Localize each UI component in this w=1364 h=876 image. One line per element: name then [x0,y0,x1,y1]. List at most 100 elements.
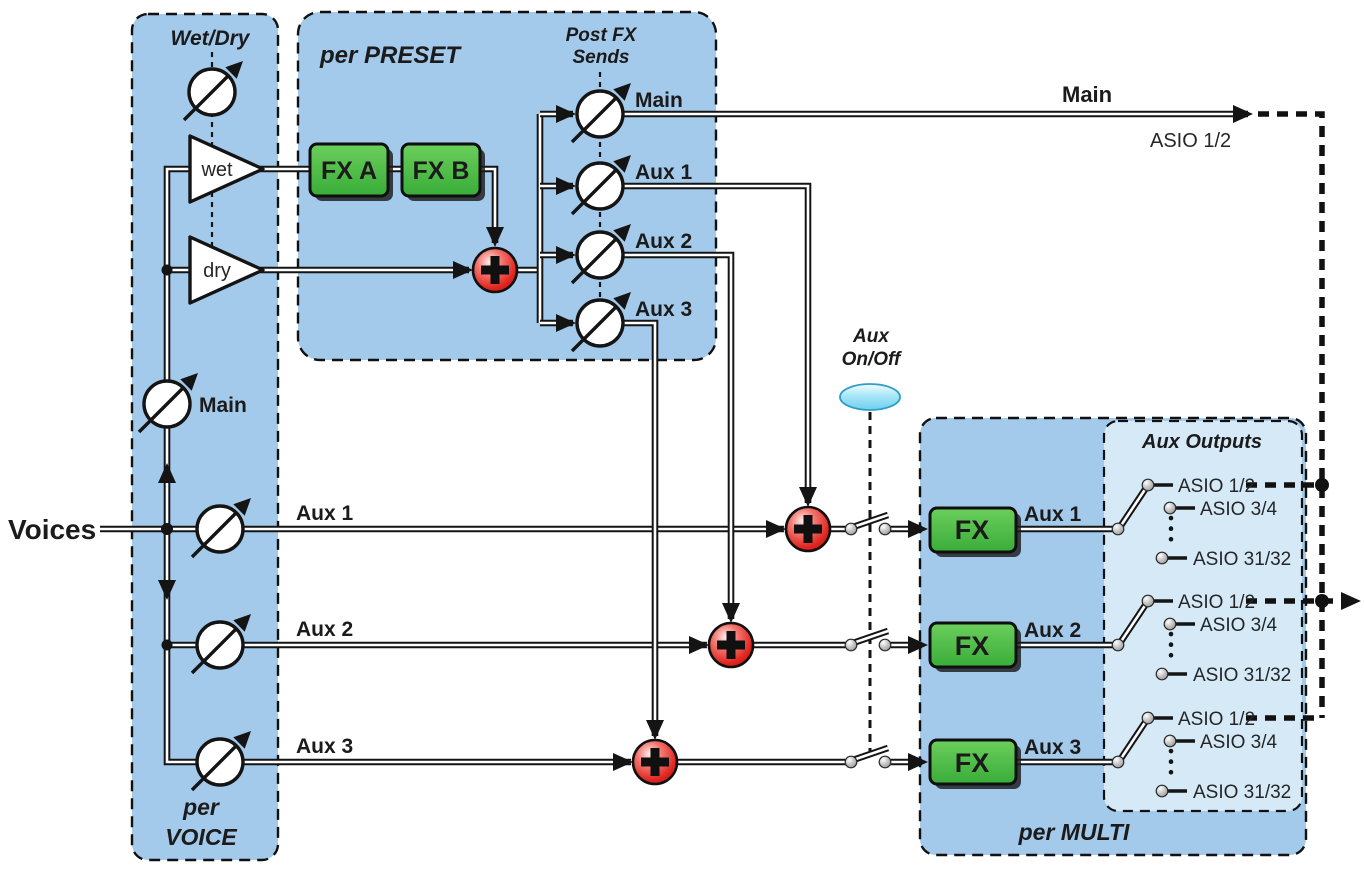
voice-aux2-knob-pointer [190,626,239,675]
plus-v [650,748,660,776]
send-main-knob[interactable] [570,83,631,144]
per-voice-line1: per [182,794,220,820]
arrow-switch3-fx [908,753,928,771]
send-aux1-knob[interactable] [570,155,631,216]
voice-main-knob[interactable] [137,373,198,434]
selector3-pole[interactable] [1111,755,1125,769]
arrow-dry-into-sum [453,261,473,279]
fx-a-box[interactable] [308,142,390,198]
multi-aux1-label: Aux 1 [1024,503,1082,526]
fx-b-box[interactable] [400,142,482,198]
wire-send-aux2-drop-core [623,253,733,619]
g2-asio34-label[interactable]: ASIO 3/4 [1200,615,1278,636]
send-main-knob-pointer [570,95,619,144]
postfx-line2: Sends [572,47,629,68]
switch3-lever-core [852,746,889,762]
aux-outputs-panel [1102,419,1304,813]
g3-asio34-label[interactable]: ASIO 3/4 [1200,732,1278,753]
switch2-ball-a[interactable] [844,638,858,652]
voice-aux3-knob-arrow [233,731,251,749]
g2-contact-asio3132[interactable] [1155,667,1169,681]
multi-fx2-box[interactable] [928,621,1018,669]
aux-onoff-button[interactable] [839,383,901,411]
g2-asio3132-label[interactable]: ASIO 31/32 [1193,665,1291,686]
g2-contact-asio34[interactable] [1163,617,1177,631]
multi-fx3-box[interactable] [928,738,1018,786]
voice-main-knob-arrow [180,373,198,391]
send-aux2-knob-arrow [613,224,631,242]
voice-aux1-knob-arrow [233,498,251,516]
junction-dot-2 [161,639,173,651]
switch3-ball-b[interactable] [878,755,892,769]
g1-asio34-label[interactable]: ASIO 3/4 [1200,499,1278,520]
multi-aux2-label: Aux 2 [1024,619,1081,642]
voice-aux3-label: Aux 3 [296,735,353,758]
junction-dot-1 [161,523,173,535]
selector2-pole[interactable] [1111,638,1125,652]
junction-dots [161,264,1329,651]
aux3-sum-node [631,738,679,786]
aux1-sum-node [784,505,832,553]
g1-asio12-label[interactable]: ASIO 1/2 [1178,476,1255,497]
selector1-pole[interactable] [1111,522,1125,536]
bus-junction-dot-0 [1315,478,1329,492]
voice-aux2-knob[interactable] [190,614,251,675]
plus-v [490,256,500,284]
g1-contact-asio12[interactable] [1141,478,1155,492]
send-aux1-knob-pointer [570,167,619,216]
g2-contact-asio12[interactable] [1141,594,1155,608]
wetdry-knob[interactable] [182,61,243,122]
arrow-aux3-drop [646,720,664,740]
plus-v [803,515,813,543]
aux2-sum-node [707,621,755,669]
fx-a-label: FX A [321,157,377,185]
labels: Wet/Dry wet dry Main per VOICE Voices Au… [8,25,1291,850]
switch1-ball-a[interactable] [844,522,858,536]
switch1-lever-core [852,513,889,529]
g3-contact-asio3132[interactable] [1155,784,1169,798]
arrow-into-send-aux3 [556,314,576,332]
wetdry-knob-arrow [225,61,243,79]
selector3-lever-core [1118,720,1148,761]
voice-aux3-knob[interactable] [190,731,251,792]
voice-aux1-knob[interactable] [190,498,251,559]
send-aux3-label: Aux 3 [635,298,692,321]
switch1-ball-b[interactable] [878,522,892,536]
arrow-voice-down [158,580,176,600]
fx-b-label: FX B [413,157,470,185]
voice-main-knob-pointer [137,385,186,434]
g2-asio12-label[interactable]: ASIO 1/2 [1178,592,1255,613]
aux-onoff-line1: Aux [852,326,890,347]
amps [188,134,265,305]
wire-send-aux3-drop-core [623,321,657,736]
g1-contact-asio34[interactable] [1163,501,1177,515]
send-aux3-knob[interactable] [570,292,631,353]
g3-asio3132-label[interactable]: ASIO 31/32 [1193,782,1291,803]
arrow-fxb-into-sum [486,227,504,247]
per-voice-line2: VOICE [165,824,237,850]
junction-dot-0 [161,264,173,276]
send-aux2-knob[interactable] [570,224,631,285]
preset-sum-node [471,246,519,294]
voice-aux1-knob-pointer [190,510,239,559]
switch2-ball-b[interactable] [878,638,892,652]
arrow-aux1-drop [799,487,817,507]
send-aux1-knob-arrow [613,155,631,173]
wet-label: wet [200,159,233,181]
arrow-into-aux3-sum [613,753,633,771]
g1-contact-asio3132[interactable] [1155,551,1169,565]
sum-nodes [471,246,832,786]
g3-asio12-label[interactable]: ASIO 1/2 [1178,709,1255,730]
bus-junction-dot-1 [1315,594,1329,608]
g1-asio3132-label[interactable]: ASIO 31/32 [1193,549,1291,570]
arrow-final-out [1341,592,1361,610]
dry-label: dry [203,260,231,282]
switch3-ball-a[interactable] [844,755,858,769]
g3-contact-asio12[interactable] [1141,711,1155,725]
multi-fx1-box[interactable] [928,506,1018,554]
arrow-into-send-main [556,105,576,123]
g3-contact-asio34[interactable] [1163,734,1177,748]
main-asio-bus [1258,111,1325,718]
arrow-voice-up [158,463,176,483]
selector2-lever-core [1118,603,1148,644]
